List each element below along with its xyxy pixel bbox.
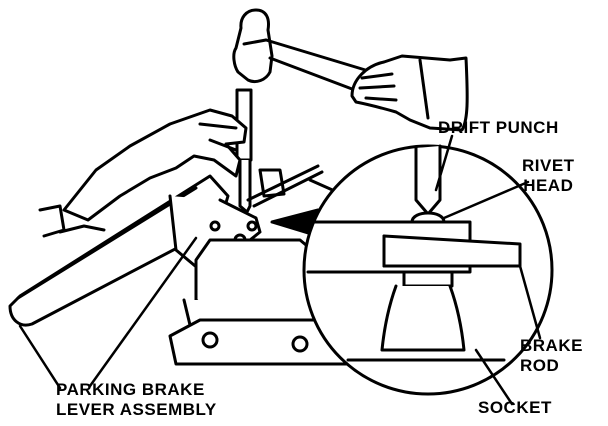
- parking-brake-lever: [8, 174, 262, 327]
- label-socket: SOCKET: [478, 398, 552, 417]
- label-rivet-head: RIVET HEAD: [522, 156, 575, 196]
- lower-hand: [38, 108, 248, 238]
- label-parking-brake-lever-assembly: PARKING BRAKE LEVER ASSEMBLY: [56, 380, 217, 420]
- label-brake-rod: BRAKE ROD: [520, 336, 583, 376]
- label-rivet-line2: HEAD: [523, 176, 574, 195]
- label-parking-line1: PARKING BRAKE: [56, 380, 205, 399]
- label-brake-line2: ROD: [520, 356, 560, 375]
- drift-punch: [235, 88, 253, 214]
- label-parking-line2: LEVER ASSEMBLY: [56, 400, 217, 419]
- upper-hand: [350, 54, 469, 132]
- label-brake-line1: BRAKE: [520, 336, 583, 355]
- detail-magnified-view: [302, 144, 554, 396]
- leader-lines: [18, 134, 542, 406]
- label-rivet-line1: RIVET: [522, 156, 575, 175]
- label-drift-punch: DRIFT PUNCH: [438, 118, 559, 137]
